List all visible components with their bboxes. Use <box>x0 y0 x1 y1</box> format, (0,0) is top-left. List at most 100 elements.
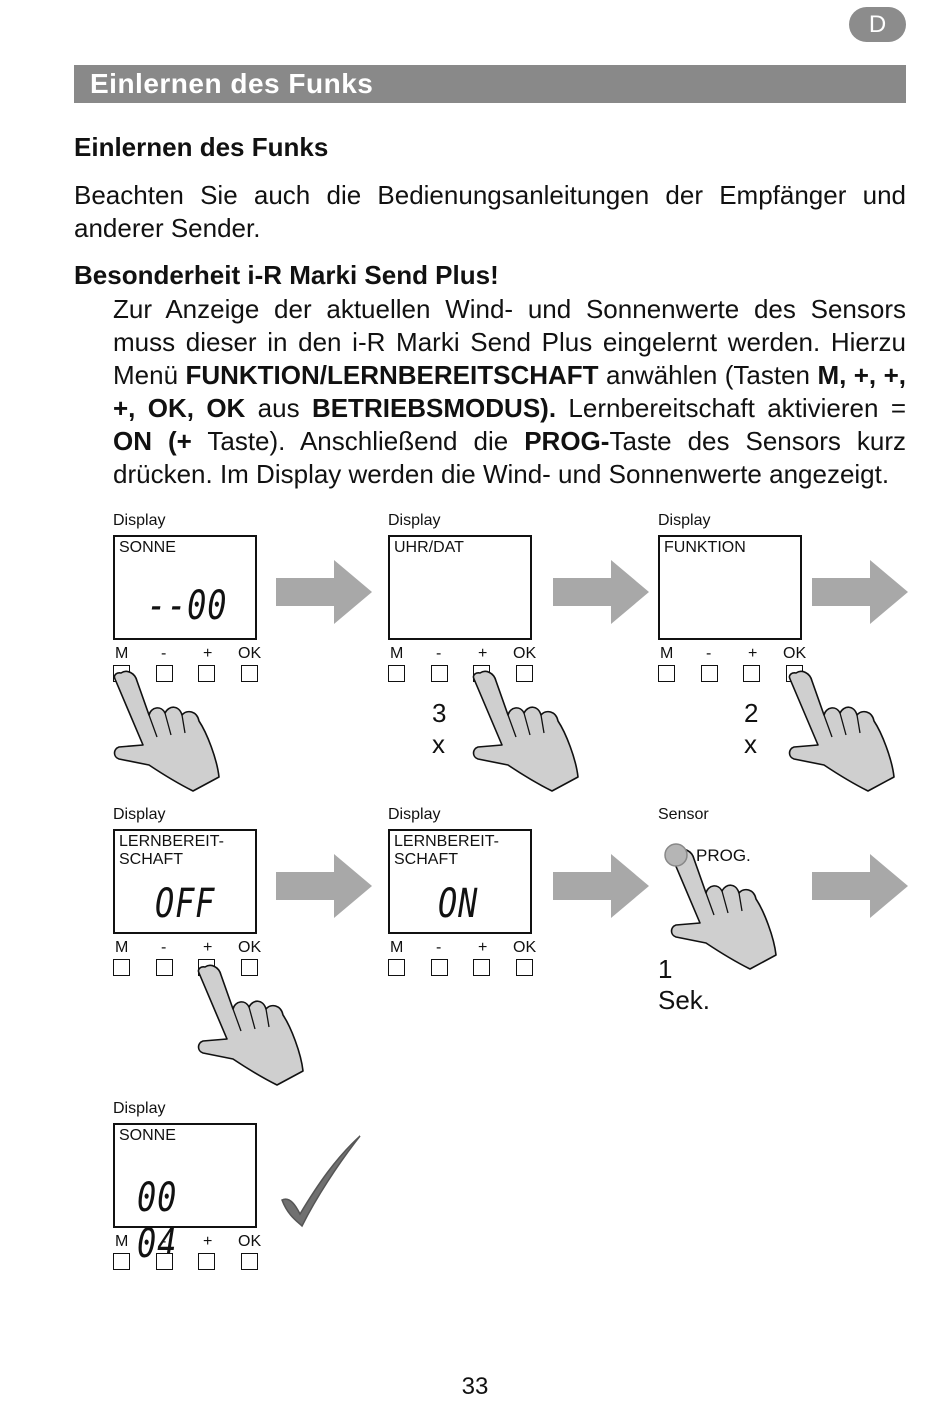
key-label-m: M <box>115 939 129 956</box>
key-button-plus <box>743 665 760 682</box>
display-caption: Display <box>113 806 166 823</box>
key-button-ok <box>241 665 258 682</box>
key-button-minus <box>701 665 718 682</box>
lcd-display: FUNKTION <box>658 535 802 640</box>
key-label-minus: - <box>161 645 167 662</box>
pointing-hand <box>197 964 304 1086</box>
pointing-hand <box>788 670 895 792</box>
text-run: Taste des Sensors kurz drücken. Im Displ… <box>113 426 906 489</box>
key-label-ok: OK <box>513 939 537 956</box>
segment-readout: ON <box>438 881 479 927</box>
key-label-minus: - <box>161 939 167 956</box>
lcd-display: SONNE 00 04 <box>113 1123 257 1267</box>
bold-run: ON (+ <box>113 426 192 456</box>
key-button-minus <box>156 1253 173 1270</box>
step-arrow <box>553 560 649 624</box>
key-button-ok <box>516 959 533 976</box>
heading: Einlernen des Funks <box>74 132 329 162</box>
key-label-m: M <box>390 939 404 956</box>
key-button-minus <box>156 665 173 682</box>
key-button-plus <box>198 959 215 976</box>
key-label-plus: + <box>203 939 213 956</box>
lcd-label: SONNE <box>119 1127 176 1144</box>
key-label-ok: OK <box>238 1233 262 1250</box>
text-run: Zur Anzeige der aktuellen Wind- und Sonn… <box>113 294 906 390</box>
key-label-ok: OK <box>238 645 262 662</box>
pointing-hand <box>113 670 220 792</box>
special-title: Besonderheit i-R Marki Send Plus! <box>74 260 499 290</box>
key-button-plus <box>473 959 490 976</box>
key-label-minus: - <box>161 1233 167 1250</box>
key-button-m <box>113 1253 130 1270</box>
lcd-display: LERNBEREIT- SCHAFT ON <box>388 829 532 934</box>
key-button-plus <box>198 665 215 682</box>
key-button-minus <box>156 959 173 976</box>
prog-button-icon <box>664 843 688 867</box>
lcd-label: UHR/DAT <box>394 539 464 556</box>
page-number: 33 <box>461 1373 489 1400</box>
key-label-ok: OK <box>783 645 807 662</box>
bold-run: BETRIEBSMODUS). <box>311 393 557 423</box>
key-label-plus: + <box>748 645 758 662</box>
prog-label: PROG. <box>696 846 751 865</box>
key-button-minus <box>431 665 448 682</box>
key-label-m: M <box>390 645 404 662</box>
key-button-plus <box>198 1253 215 1270</box>
pointing-hand <box>670 848 777 970</box>
key-label-plus: + <box>203 1233 213 1250</box>
press-count: 3 x <box>432 698 447 759</box>
section-title-bar: Einlernen des Funks <box>74 65 906 103</box>
intro-paragraph: Beachten Sie auch die Bedienungsanleitun… <box>74 180 906 243</box>
lcd-label: LERNBEREIT- SCHAFT <box>119 833 224 868</box>
key-label-m: M <box>660 645 674 662</box>
pointing-hand <box>472 670 579 792</box>
display-caption: Display <box>388 806 441 823</box>
step-arrow <box>276 854 372 918</box>
lcd-display: UHR/DAT <box>388 535 532 640</box>
key-button-ok <box>516 665 533 682</box>
bold-run: FUNKTION/LERNBEREITSCHAFT <box>185 360 599 390</box>
key-label-m: M <box>115 645 129 662</box>
display-caption: Display <box>388 512 441 529</box>
segment-readout: OFF <box>155 881 216 927</box>
key-label-plus: + <box>478 939 488 956</box>
lcd-display: SONNE --00 <box>113 535 257 640</box>
key-button-ok <box>241 959 258 976</box>
key-button-m <box>658 665 675 682</box>
key-button-ok <box>786 665 803 682</box>
step-arrow <box>553 854 649 918</box>
bold-run: PROG- <box>524 426 610 456</box>
bold-run: M, +, +, +, OK, OK <box>113 360 906 423</box>
key-label-ok: OK <box>238 939 262 956</box>
lcd-label: SONNE <box>119 539 176 556</box>
text-run: anwählen (Tasten <box>598 360 818 390</box>
display-caption: Display <box>113 512 166 529</box>
checkmark-icon <box>281 1135 361 1228</box>
text-run: aus <box>245 393 312 423</box>
lcd-label: FUNKTION <box>664 539 746 556</box>
text-run: Lernbereitschaft aktivieren = <box>556 393 906 423</box>
key-label-ok: OK <box>513 645 537 662</box>
display-caption: Display <box>658 512 711 529</box>
lcd-label: LERNBEREIT- SCHAFT <box>394 833 499 868</box>
key-label-minus: - <box>436 939 442 956</box>
display-caption: Display <box>113 1100 166 1117</box>
key-label-plus: + <box>478 645 488 662</box>
key-label-minus: - <box>706 645 712 662</box>
key-button-plus <box>473 665 490 682</box>
segment-readout: 00 04 <box>137 1175 178 1267</box>
special-paragraph: Zur Anzeige der aktuellen Wind- und Sonn… <box>113 293 906 491</box>
key-label-minus: - <box>436 645 442 662</box>
lcd-display: LERNBEREIT- SCHAFT OFF <box>113 829 257 934</box>
key-button-m <box>388 959 405 976</box>
press-count: 2 x <box>744 698 759 759</box>
step-arrow <box>276 560 372 624</box>
section-title: Einlernen des Funks <box>90 68 374 99</box>
step-arrow <box>812 560 908 624</box>
key-label-plus: + <box>203 645 213 662</box>
key-button-ok <box>241 1253 258 1270</box>
segment-readout: --00 <box>147 583 228 629</box>
key-button-m <box>388 665 405 682</box>
language-badge: D <box>849 7 906 42</box>
press-duration: 1 Sek. <box>658 954 711 1015</box>
